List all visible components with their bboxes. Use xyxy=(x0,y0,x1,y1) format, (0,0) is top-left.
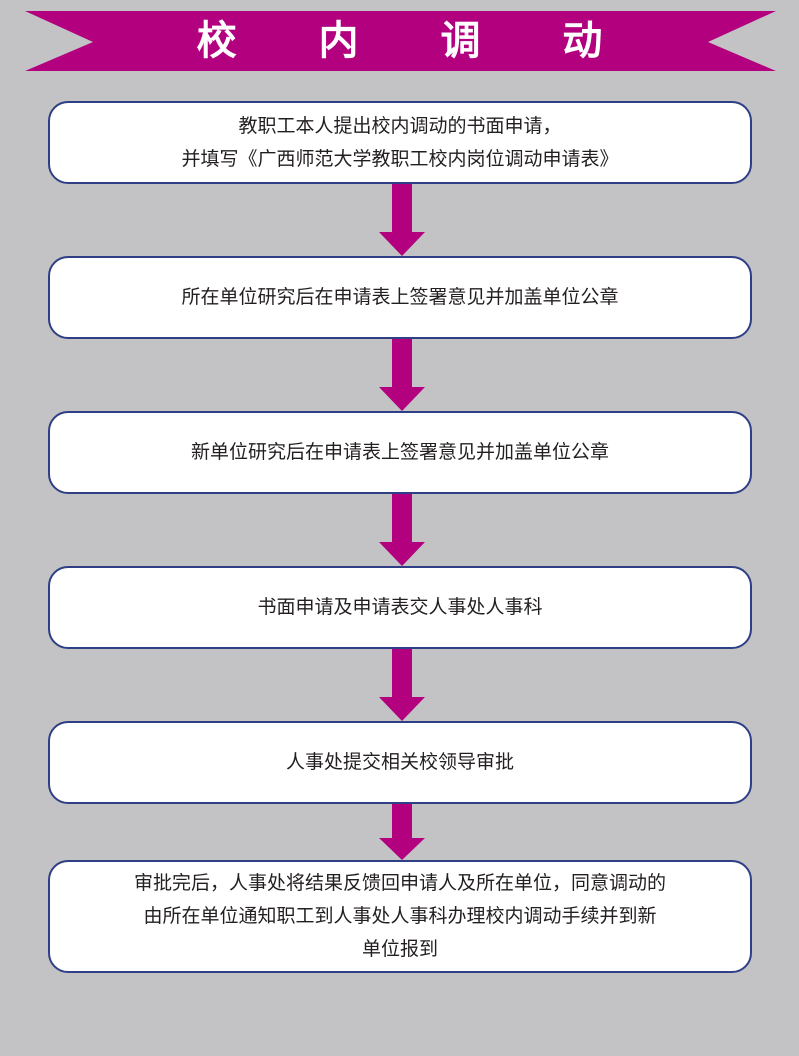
step-2-line-1: 所在单位研究后在申请表上签署意见并加盖单位公章 xyxy=(181,286,619,308)
step-4-box: 书面申请及申请表交人事处人事科 xyxy=(48,566,752,649)
step-2-box: 所在单位研究后在申请表上签署意见并加盖单位公章 xyxy=(48,256,752,339)
down-arrow-icon xyxy=(379,339,425,411)
step-1-line-2: 并填写《广西师范大学教职工校内岗位调动申请表》 xyxy=(181,147,619,170)
step-1-box: 教职工本人提出校内调动的书面申请， 并填写《广西师范大学教职工校内岗位调动申请表… xyxy=(48,101,752,184)
page-title: 校 内 调 动 xyxy=(196,18,637,64)
title-banner-shape xyxy=(25,11,776,71)
step-6-line-2: 由所在单位通知职工到人事处人事科办理校内调动手续并到新 xyxy=(143,905,657,927)
down-arrow-icon xyxy=(379,184,425,256)
step-6-line-3: 单位报到 xyxy=(361,938,438,960)
step-4-line-1: 书面申请及申请表交人事处人事科 xyxy=(257,596,543,618)
down-arrow-icon xyxy=(379,649,425,721)
step-6-box: 审批完后，人事处将结果反馈回申请人及所在单位，同意调动的 由所在单位通知职工到人… xyxy=(48,860,752,973)
down-arrow-icon xyxy=(379,494,425,566)
step-3-box: 新单位研究后在申请表上签署意见并加盖单位公章 xyxy=(48,411,752,494)
step-5-box: 人事处提交相关校领导审批 xyxy=(48,721,752,804)
step-6-line-1: 审批完后，人事处将结果反馈回申请人及所在单位，同意调动的 xyxy=(133,872,666,894)
down-arrow-icon xyxy=(379,804,425,860)
step-3-line-1: 新单位研究后在申请表上签署意见并加盖单位公章 xyxy=(190,441,609,463)
step-5-line-1: 人事处提交相关校领导审批 xyxy=(285,751,514,773)
step-1-line-1: 教职工本人提出校内调动的书面申请， xyxy=(238,114,562,137)
title-banner xyxy=(25,11,776,71)
